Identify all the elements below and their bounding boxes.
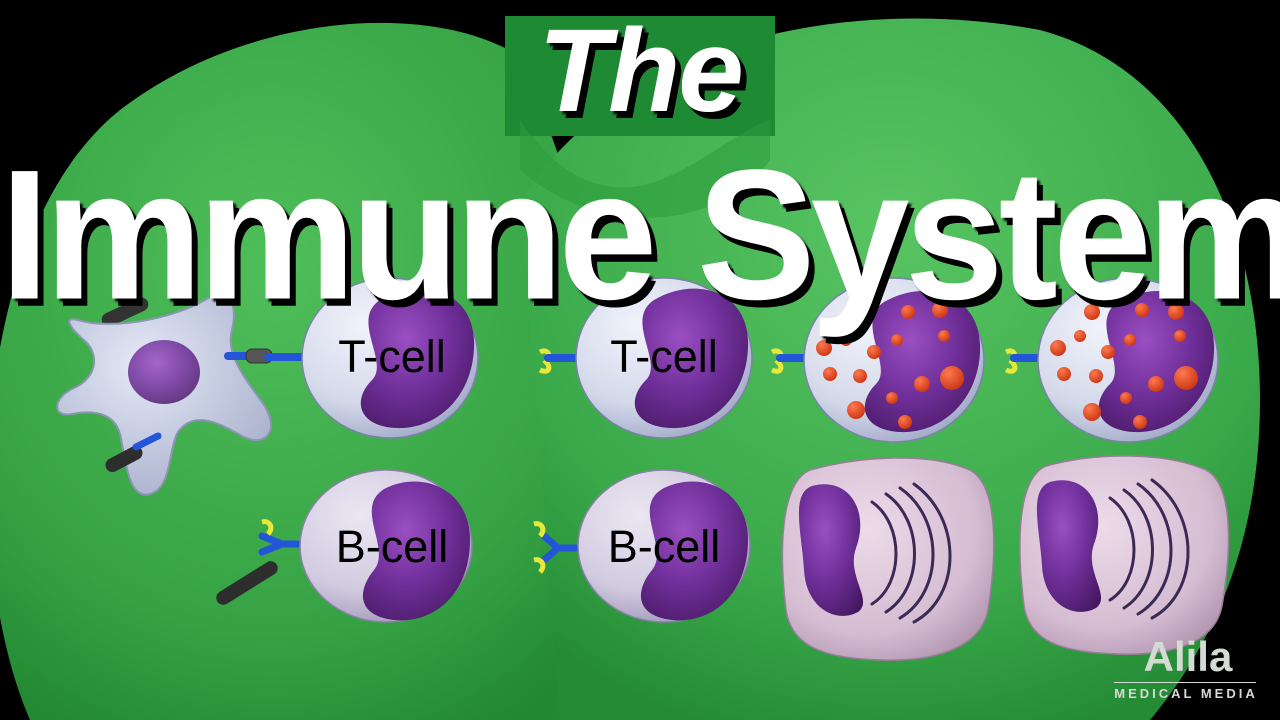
b-cell-1: B-cell bbox=[216, 469, 473, 623]
b-cell-2-label: B-cell bbox=[608, 521, 721, 572]
t-cell-2-label: T-cell bbox=[610, 331, 718, 382]
brand-divider bbox=[1114, 682, 1256, 683]
t-cell-1-label: T-cell bbox=[338, 331, 446, 382]
activated-t-cell-1 bbox=[770, 277, 985, 443]
t-cell-1: T-cell bbox=[264, 277, 479, 439]
dendritic-nucleus bbox=[128, 340, 200, 404]
granules-1 bbox=[816, 302, 964, 429]
b-cell-2: B-cell bbox=[533, 469, 751, 623]
granules-2 bbox=[1050, 303, 1198, 429]
plasma-cell-1 bbox=[781, 457, 995, 661]
plasma-cell-2 bbox=[1019, 455, 1230, 655]
antigen-rod bbox=[216, 561, 278, 605]
title-banner bbox=[505, 16, 775, 136]
rod-upper bbox=[101, 297, 149, 327]
b-cell-1-label: B-cell bbox=[336, 521, 449, 572]
brand-logo: Alila MEDICAL MEDIA bbox=[1100, 633, 1266, 701]
dendritic-cell bbox=[56, 293, 273, 496]
t-cell-2: T-cell bbox=[538, 277, 753, 439]
brand-subtitle: MEDICAL MEDIA bbox=[1114, 686, 1258, 701]
title-line-1: The bbox=[538, 5, 744, 137]
activated-t-cell-2 bbox=[1004, 277, 1219, 443]
lobe-shading bbox=[520, 120, 770, 218]
rod-lower bbox=[105, 445, 143, 473]
brand-name: Alila bbox=[1143, 633, 1233, 680]
title-line-2: Immune System bbox=[0, 131, 1280, 338]
